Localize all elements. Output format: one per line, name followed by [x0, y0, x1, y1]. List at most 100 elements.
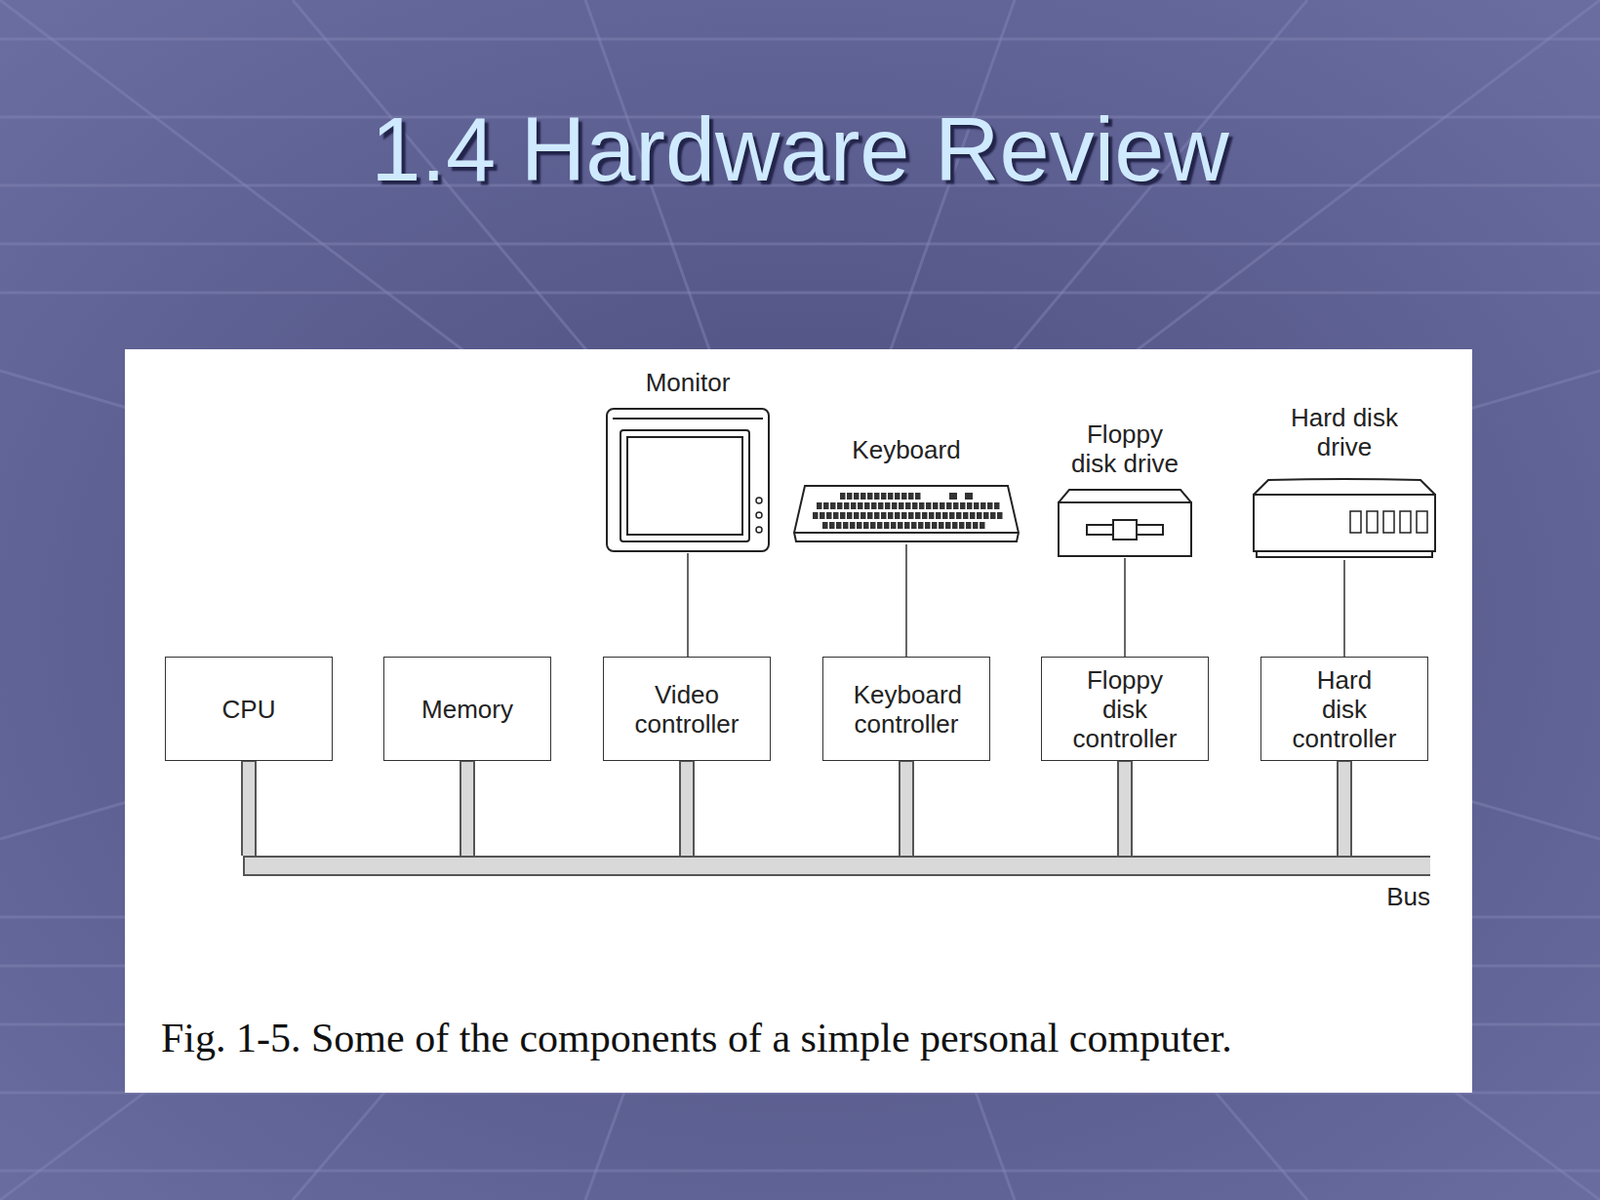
drive-front — [1253, 494, 1436, 552]
cable-line — [905, 544, 908, 657]
monitor-knob — [756, 497, 762, 504]
keyboard-key — [965, 521, 972, 529]
keyboard-key — [836, 521, 842, 529]
keyboard-key — [898, 502, 905, 510]
bus-connection — [1124, 760, 1126, 858]
keyboard-key — [880, 512, 887, 520]
keyboard-key — [972, 521, 979, 529]
floppy-outline — [1058, 489, 1192, 557]
controller-box: Keyboard controller — [822, 656, 991, 761]
keyboard-key — [833, 512, 840, 520]
component-box: CPU — [164, 656, 333, 761]
drive-light — [1383, 511, 1395, 533]
keyboard-key — [925, 502, 932, 510]
keyboard-key — [942, 512, 949, 520]
keyboard-key — [969, 512, 976, 520]
keyboard-key — [908, 492, 915, 500]
keyboard-key — [979, 521, 986, 529]
keyboard-key — [878, 502, 884, 510]
floppy-illustration — [1057, 487, 1193, 559]
hard-disk-device: Hard disk drive — [1246, 402, 1442, 560]
drive-light — [1400, 511, 1411, 533]
keyboard-key — [894, 492, 901, 500]
controller-box: Hard disk controller — [1260, 656, 1429, 761]
keyboard-key — [915, 492, 921, 500]
keyboard-key — [990, 512, 997, 520]
keyboard-key — [994, 502, 1000, 510]
keyboard-key — [863, 521, 870, 529]
controller-box: Floppy disk controller — [1040, 656, 1209, 761]
keyboard-key — [822, 521, 829, 529]
keyboard-keys — [812, 492, 1003, 529]
drive-front — [1058, 502, 1192, 557]
keyboard-key — [932, 502, 939, 510]
keyboard-key — [956, 512, 962, 520]
keyboard-key — [880, 492, 887, 500]
keyboard-key — [812, 512, 819, 520]
monitor-knob — [756, 512, 762, 519]
keyboard-key — [860, 492, 867, 500]
keyboard-key — [959, 521, 965, 529]
keyboard-key — [919, 502, 925, 510]
bus-label: Bus — [1386, 881, 1431, 912]
figure-caption: Fig. 1-5. Some of the components of a si… — [160, 1012, 1233, 1064]
keyboard-key — [840, 512, 846, 520]
box-label: Video controller — [634, 680, 741, 739]
keyboard-key — [980, 502, 987, 510]
device-cable — [906, 544, 908, 657]
keyboard-key — [915, 512, 921, 520]
keyboard-illustration — [793, 480, 1020, 545]
box-label: Memory — [421, 694, 514, 724]
bus-stem-fill — [1338, 761, 1351, 858]
bus-connection — [467, 760, 469, 858]
keyboard-key — [823, 502, 830, 510]
box-label: Floppy disk controller — [1072, 665, 1179, 754]
box-label: CPU — [222, 694, 277, 724]
drive-base — [1256, 551, 1433, 558]
keyboard-key — [867, 512, 874, 520]
keyboard-key — [857, 502, 864, 510]
keyboard-key — [816, 502, 823, 510]
keyboard-body — [794, 485, 1019, 542]
keyboard-key — [829, 521, 836, 529]
keyboard-key — [867, 492, 874, 500]
keyboard-key — [890, 521, 897, 529]
keyboard-key — [874, 492, 880, 500]
monitor-illustration — [604, 406, 771, 554]
monitor-bezel — [612, 417, 763, 420]
keyboard-key — [931, 521, 938, 529]
bus-stem-fill — [900, 761, 913, 858]
keyboard-key — [949, 512, 956, 520]
device-cable — [687, 553, 689, 657]
bus-connection — [1344, 760, 1346, 858]
keyboard-key — [887, 512, 894, 520]
keyboard-key — [842, 521, 849, 529]
keyboard-key — [901, 492, 908, 500]
keyboard-key — [973, 502, 980, 510]
drive-top — [1253, 479, 1436, 495]
box-label: Hard disk controller — [1291, 665, 1399, 754]
keyboard-key — [846, 512, 853, 520]
keyboard-key — [953, 502, 960, 510]
keyboard-key — [850, 502, 857, 510]
keyboard-key — [964, 492, 973, 500]
keyboard-key — [938, 521, 945, 529]
keyboard-key — [935, 512, 942, 520]
component-box: Memory — [383, 656, 552, 761]
keyboard-key — [966, 502, 973, 510]
keyboard-outline — [794, 485, 1019, 542]
device-label: Keyboard — [789, 435, 1024, 480]
keyboard-key — [840, 492, 846, 500]
keyboard-device: Keyboard — [789, 435, 1024, 545]
monitor-device: Monitor — [585, 367, 791, 554]
keyboard-key — [870, 521, 877, 529]
keyboard-key — [908, 512, 915, 520]
keyboard-key — [884, 502, 891, 510]
keyboard-key — [904, 521, 911, 529]
keyboard-key — [987, 502, 994, 510]
floppy-drive-device: Floppy disk drive — [1051, 419, 1199, 559]
keyboard-key — [891, 502, 898, 510]
